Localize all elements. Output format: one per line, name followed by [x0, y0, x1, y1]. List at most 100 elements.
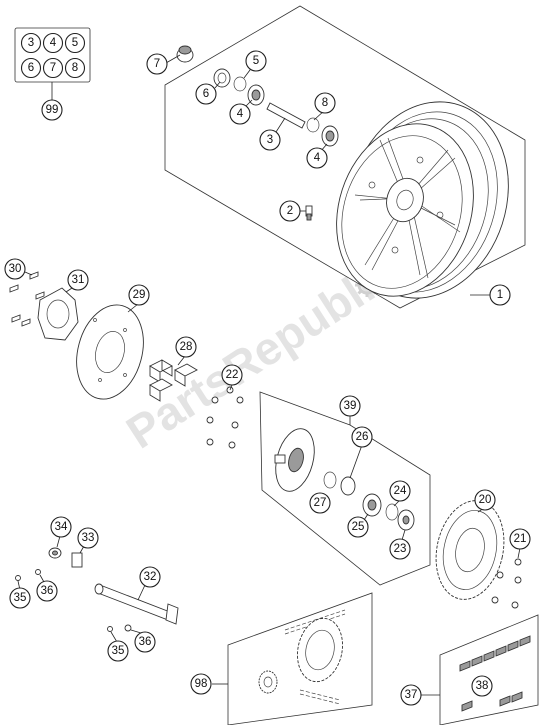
svg-text:28: 28 — [180, 341, 193, 353]
chain-adjuster-34 — [48, 547, 62, 559]
svg-text:32: 32 — [144, 571, 157, 583]
wheel-assembly: 7 5 6 4 8 3 4 2 1 — [146, 5, 526, 309]
chain-group: 37 38 — [400, 614, 539, 725]
callout-32[interactable]: 32 — [139, 566, 161, 588]
svg-text:26: 26 — [356, 431, 369, 443]
small-parts-right — [107, 624, 132, 632]
chain-frame — [439, 614, 539, 725]
bearing-4-bottom — [321, 125, 339, 147]
ring-8 — [306, 117, 320, 133]
kit-callout-7[interactable]: 7 — [42, 57, 64, 79]
svg-text:37: 37 — [405, 689, 418, 701]
callout-27[interactable]: 27 — [309, 492, 331, 514]
brake-group: 30 31 29 — [4, 258, 150, 400]
svg-text:21: 21 — [514, 533, 527, 545]
circlip-5 — [233, 76, 247, 92]
callout-3[interactable]: 3 — [259, 129, 281, 151]
kit-callout-5[interactable]: 5 — [64, 32, 86, 54]
kit-callout-8[interactable]: 8 — [64, 57, 86, 79]
callout-24[interactable]: 24 — [389, 480, 411, 502]
rear-sprocket-group: 20 21 — [435, 489, 531, 609]
callout-21[interactable]: 21 — [509, 528, 531, 550]
callout-6[interactable]: 6 — [195, 83, 217, 105]
seal-24 — [385, 503, 415, 531]
svg-text:98: 98 — [195, 678, 208, 690]
callout-33[interactable]: 33 — [77, 527, 99, 549]
callout-7[interactable]: 7 — [146, 53, 168, 75]
svg-text:1: 1 — [497, 289, 503, 301]
wheel-frame — [164, 5, 526, 309]
callout-1[interactable]: 1 — [489, 284, 511, 306]
callout-36-bottom[interactable]: 36 — [134, 631, 156, 653]
seal-26 — [323, 471, 356, 496]
svg-text:22: 22 — [226, 369, 239, 381]
sprocket-carrier-assembly: 39 27 26 25 24 23 — [259, 391, 431, 586]
callout-98[interactable]: 98 — [190, 673, 212, 695]
kit-callout-3[interactable]: 3 — [20, 32, 42, 54]
chain-link-38 — [461, 691, 523, 712]
chain-loop — [284, 609, 346, 705]
axle-group: 34 33 35 36 32 35 36 — [9, 516, 179, 662]
callout-39[interactable]: 39 — [339, 395, 361, 417]
svg-text:3: 3 — [28, 37, 34, 49]
rear-axle-32 — [94, 583, 179, 625]
callout-20[interactable]: 20 — [474, 489, 496, 511]
svg-text:35: 35 — [112, 645, 125, 657]
callout-2[interactable]: 2 — [279, 200, 301, 222]
small-parts-left — [15, 569, 41, 581]
kit-callout-99[interactable]: 99 — [41, 99, 63, 121]
svg-text:4: 4 — [314, 152, 321, 164]
svg-text:27: 27 — [314, 497, 327, 509]
callout-5[interactable]: 5 — [245, 50, 267, 72]
svg-text:36: 36 — [41, 585, 54, 597]
svg-text:7: 7 — [154, 58, 160, 70]
callout-22[interactable]: 22 — [221, 364, 243, 386]
callout-4-top[interactable]: 4 — [229, 103, 251, 125]
chain-37 — [459, 635, 531, 672]
callout-25[interactable]: 25 — [347, 516, 369, 538]
bolt-30-set — [9, 271, 45, 327]
svg-text:35: 35 — [14, 592, 27, 604]
callout-31[interactable]: 31 — [67, 269, 89, 291]
svg-text:6: 6 — [28, 62, 34, 74]
callout-8[interactable]: 8 — [314, 92, 336, 114]
chain-kit-98: 98 — [190, 592, 373, 725]
chain-kit-frame — [227, 592, 373, 725]
sensor-ring-31 — [37, 287, 79, 341]
svg-text:3: 3 — [267, 134, 273, 146]
callout-35-bottom[interactable]: 35 — [107, 640, 129, 662]
carrier-flange-27 — [274, 428, 315, 492]
seal-6 — [213, 68, 231, 88]
rear-sprocket-20 — [435, 500, 505, 600]
callout-34[interactable]: 34 — [50, 516, 72, 538]
callout-29[interactable]: 29 — [128, 284, 150, 306]
callout-30[interactable]: 30 — [4, 258, 26, 280]
svg-text:38: 38 — [476, 680, 489, 692]
callout-36-top[interactable]: 36 — [36, 580, 58, 602]
callout-37[interactable]: 37 — [400, 684, 422, 706]
callout-4-bottom[interactable]: 4 — [306, 147, 328, 169]
svg-text:36: 36 — [139, 636, 152, 648]
callout-38[interactable]: 38 — [471, 675, 493, 697]
svg-text:39: 39 — [344, 400, 357, 412]
valve-2 — [305, 205, 313, 221]
kit-callout-4[interactable]: 4 — [42, 32, 64, 54]
callout-35-top[interactable]: 35 — [9, 587, 31, 609]
brake-disc-29 — [76, 304, 144, 400]
rear-wheel — [336, 101, 509, 299]
svg-text:23: 23 — [394, 543, 407, 555]
callout-26[interactable]: 26 — [351, 426, 373, 448]
spacer-7 — [176, 45, 194, 63]
callout-28[interactable]: 28 — [175, 336, 197, 358]
svg-text:4: 4 — [237, 108, 244, 120]
svg-text:20: 20 — [479, 494, 492, 506]
front-sprocket — [258, 670, 278, 694]
svg-text:8: 8 — [72, 62, 78, 74]
callout-23[interactable]: 23 — [389, 538, 411, 560]
kit-callout-6[interactable]: 6 — [20, 57, 42, 79]
kit-box-99: 3 4 5 6 7 8 99 — [14, 27, 91, 121]
adjuster-plate-33 — [71, 552, 83, 568]
svg-text:8: 8 — [322, 97, 328, 109]
svg-text:5: 5 — [72, 37, 78, 49]
